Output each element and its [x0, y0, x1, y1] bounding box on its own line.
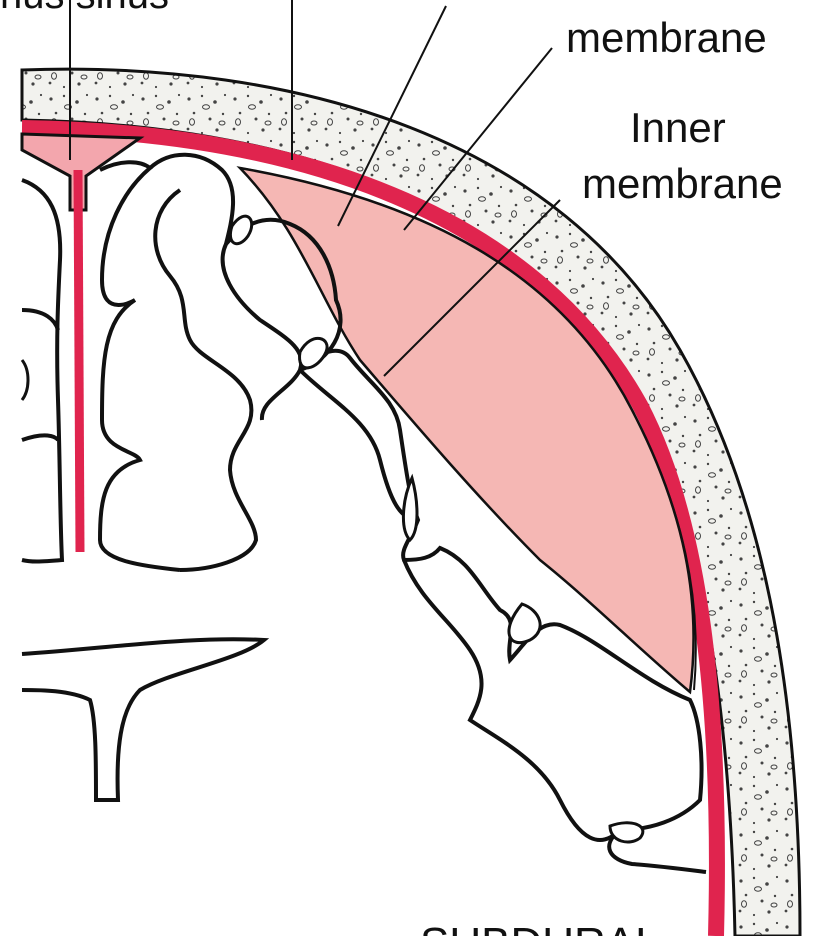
- label-bottom-partial: SUBDURAL: [420, 919, 660, 936]
- left-gyrus-notch-1: [22, 310, 58, 330]
- label-inner-membrane-line1: Inner: [630, 104, 726, 151]
- sulcus-loop-2: [403, 478, 417, 540]
- label-inner-membrane-line2: membrane: [582, 160, 783, 207]
- left-gyrus-notch-2: [22, 435, 58, 440]
- label-top-left-partial: nus sinus: [0, 0, 169, 17]
- sulcus-loop-5: [230, 216, 251, 244]
- lateral-ventricle: [22, 639, 264, 800]
- falx-cerebri: [78, 170, 80, 552]
- label-outer-membrane: membrane: [566, 14, 767, 61]
- sulcus-loop-3: [509, 604, 540, 643]
- subdural-hematoma: [240, 168, 694, 692]
- sulcus-loop-4: [610, 823, 643, 842]
- left-gyrus-notch-3: [22, 360, 28, 400]
- gyrus-fold-1: [155, 190, 256, 570]
- sulcus-loop-1: [300, 338, 328, 367]
- right-hemisphere-medial: [100, 162, 180, 570]
- gyrus-fold-2: [223, 244, 302, 420]
